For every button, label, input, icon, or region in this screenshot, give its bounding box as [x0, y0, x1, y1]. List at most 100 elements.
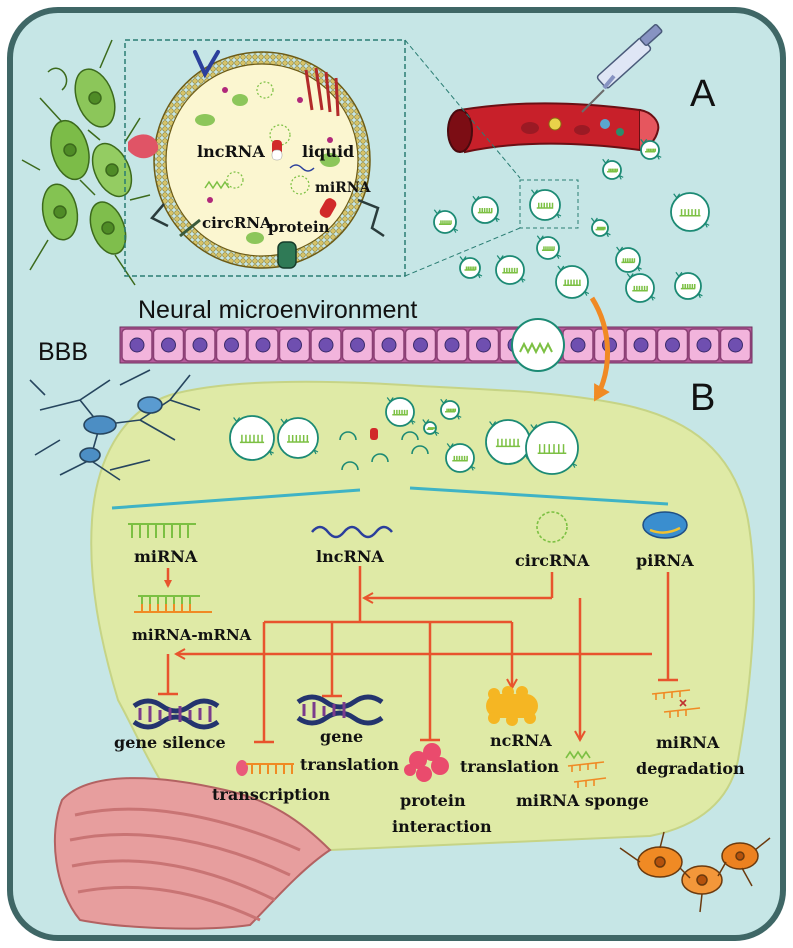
panel-label-b: B: [690, 377, 715, 419]
exosome-vesicle: [459, 256, 483, 279]
ncrna-translation-protein-icon: [486, 686, 538, 726]
source-dashed-box: [519, 179, 579, 229]
bbb-label: BBB: [38, 338, 88, 366]
protein-interaction-icon: [404, 743, 449, 782]
pirna-icon: [642, 511, 688, 539]
panel-label-a: A: [690, 73, 716, 115]
exosome-vesicle: [625, 273, 656, 303]
mirna-sponge-icon: [565, 750, 607, 788]
cell-nucleus: [224, 337, 239, 353]
lncrna-icon: [311, 525, 393, 539]
exosome-vesicle: [555, 265, 590, 299]
exosome-vesicle: [277, 417, 319, 459]
gene-translation-dna-icon: [296, 694, 384, 726]
mirna-degradation-icon: [651, 689, 701, 718]
cargo-liquid-label: liquid: [302, 142, 354, 161]
cell-nucleus: [665, 337, 680, 353]
mirna-mrna-duplex-icon: [134, 595, 212, 613]
cell-nucleus: [728, 337, 743, 353]
gene-translation-label-line2: translation: [300, 755, 399, 774]
exosome-vesicle: [485, 419, 531, 465]
syringe-icon: [581, 23, 663, 113]
vesicle-group-a: [433, 138, 710, 303]
transcription-rna-icon: [236, 760, 294, 776]
exosome-vesicle: [674, 271, 703, 300]
gene-silence-label: gene silence: [114, 733, 226, 752]
exosome-vesicle: [615, 246, 642, 273]
cell-nucleus: [570, 337, 586, 353]
vesicle-fragment: [411, 445, 429, 455]
exosome-vesicle: [422, 419, 440, 436]
exosome-vesicle: [640, 138, 662, 160]
cell-nucleus: [444, 337, 460, 353]
cargo-mirna-label: miRNA: [315, 180, 372, 196]
blue-astrocyte-cells: [29, 369, 201, 481]
circrna-label: circRNA: [515, 551, 590, 570]
ncrna-translation-label-line2: translation: [460, 757, 559, 776]
vesicle-fragment: [401, 431, 419, 441]
gene-silence-dna-icon: [132, 698, 220, 730]
mirna-degradation-label-line1: miRNA: [656, 733, 720, 752]
mirna-sponge-label: miRNA sponge: [516, 791, 649, 810]
transcription-label: transcription: [212, 785, 330, 804]
exosome-vesicle: [536, 235, 562, 260]
inset-dashed-box: [124, 39, 406, 277]
protein-interaction-label-line2: interaction: [392, 817, 492, 836]
divider-right: [409, 486, 669, 506]
transport-arrow: [589, 296, 611, 402]
cell-nucleus: [129, 337, 145, 353]
cargo-circrna-label: circRNA: [202, 214, 272, 232]
exosome-inset: lncRNA liquid miRNA circRNA protein: [124, 39, 579, 277]
exosome-vesicle: [495, 255, 526, 285]
exosome-vesicle: [602, 158, 624, 180]
pirna-label: piRNA: [636, 551, 694, 570]
protein-interaction-label-line1: protein: [400, 791, 466, 810]
exosome-vesicle: [445, 443, 476, 473]
lncrna-label: lncRNA: [316, 547, 384, 566]
cell-nucleus: [255, 337, 271, 353]
cargo-lncrna-label: lncRNA: [197, 142, 265, 161]
mirna-icon: [128, 523, 196, 538]
mirna-mrna-label: miRNA-mRNA: [132, 626, 252, 644]
circrna-icon: [536, 511, 568, 543]
exosome-vesicle: [433, 209, 459, 234]
vesicle-fragment: [339, 431, 357, 441]
cell-nucleus: [633, 337, 649, 353]
pathway-lines: [158, 566, 678, 744]
vesicle-fragment: [371, 453, 389, 463]
cell-nucleus: [287, 337, 302, 353]
green-neuron-cells: [21, 39, 151, 286]
environment-title: Neural microenvironment: [138, 296, 417, 324]
cell-nucleus: [350, 337, 365, 353]
cell-nucleus: [161, 337, 176, 353]
vesicle-fragment: [341, 461, 359, 471]
exosome-vesicle: [385, 397, 416, 427]
ncrna-translation-label-line1: ncRNA: [490, 731, 552, 750]
exosome-vesicle: [529, 189, 562, 221]
cargo-protein-label: protein: [268, 218, 330, 236]
exosome-vesicle: [440, 398, 462, 420]
orange-neuron-cells: [619, 831, 771, 913]
exosome-vesicle: [229, 415, 275, 461]
cell-nucleus: [476, 337, 491, 353]
cell-nucleus: [192, 337, 208, 353]
muscle-tissue-illustration: [53, 777, 332, 930]
exosome-vesicle: [670, 192, 710, 232]
blood-brain-barrier-cells: [119, 326, 753, 364]
cell-nucleus: [696, 337, 712, 353]
cell-nucleus: [381, 337, 397, 353]
exosome-vesicle: [525, 421, 579, 475]
mirna-label: miRNA: [134, 547, 198, 566]
exosome-vesicle: [590, 217, 611, 238]
divider-left: [111, 488, 361, 510]
liquid-droplet: [370, 428, 378, 440]
crossing-vesicle: [511, 318, 565, 372]
cell-nucleus: [318, 337, 334, 353]
blood-vessel: [447, 102, 660, 154]
mirna-degradation-label-line2: degradation: [636, 759, 745, 778]
vesicle-group-b: [229, 397, 579, 475]
gene-translation-label-line1: gene: [320, 727, 363, 746]
exosome-vesicle: [471, 195, 500, 224]
cell-nucleus: [413, 337, 428, 353]
